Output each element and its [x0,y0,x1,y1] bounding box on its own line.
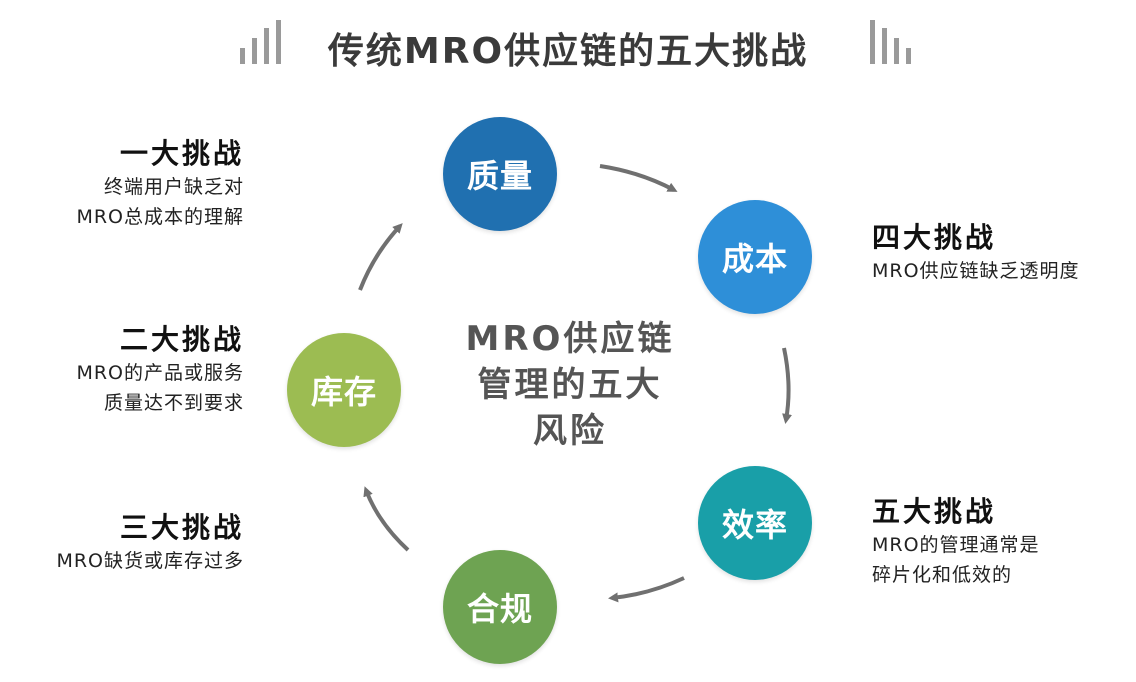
node-inventory: 库存 [287,333,401,447]
challenge-five-desc: MRO的管理通常是 碎片化和低效的 [872,530,1132,590]
arrow-inventory-to-quality [358,223,403,291]
challenge-two-title: 二大挑战 [119,323,244,356]
node-quality: 质量 [443,117,557,231]
challenge-two-desc-line-2: 质量达不到要求 [103,392,244,414]
node-efficiency-label: 效率 [721,506,788,544]
challenge-two-desc-line-1: MRO的产品或服务 [76,362,244,384]
challenge-three-desc-line-1: MRO缺货或库存过多 [56,550,244,572]
challenge-five: 五大挑战 MRO的管理通常是 碎片化和低效的 [872,494,1132,590]
arrow-cost-to-efficiency [782,347,792,424]
challenge-two-desc: MRO的产品或服务 质量达不到要求 [0,358,244,418]
challenge-five-title: 五大挑战 [872,495,997,528]
node-efficiency: 效率 [698,466,812,580]
challenge-five-desc-line-2: 碎片化和低效的 [872,564,1013,586]
node-compliance-label: 合规 [466,590,533,628]
center-line-2: 管理的五大 [477,365,663,405]
title-decoration-right [866,14,926,70]
center-line-3: 风险 [533,411,607,451]
arrow-quality-to-cost [599,164,678,192]
arrow-compliance-to-inventory [363,486,410,552]
challenge-four-desc-line-1: MRO供应链缺乏透明度 [872,260,1080,282]
challenge-one-desc-line-2: MRO总成本的理解 [76,206,244,228]
challenge-one-title: 一大挑战 [119,137,244,170]
node-inventory-label: 库存 [310,373,377,411]
challenge-two: 二大挑战 MRO的产品或服务 质量达不到要求 [0,322,244,418]
center-caption: MRO供应链 管理的五大 风险 [430,316,710,454]
page-title: 传统MRO供应链的五大挑战 [327,31,809,72]
challenge-one-desc-line-1: 终端用户缺乏对 [103,176,244,198]
challenge-four-title: 四大挑战 [872,221,997,254]
arrow-efficiency-to-compliance [608,576,685,603]
challenge-three-desc: MRO缺货或库存过多 [0,546,244,576]
challenge-four: 四大挑战 MRO供应链缺乏透明度 [872,220,1132,286]
challenge-three: 三大挑战 MRO缺货或库存过多 [0,510,244,576]
title-row: 传统MRO供应链的五大挑战 [0,14,1136,72]
node-compliance: 合规 [443,550,557,664]
node-cost-label: 成本 [721,240,788,278]
challenge-one-desc: 终端用户缺乏对 MRO总成本的理解 [0,172,244,232]
title-decoration-left [236,14,296,70]
center-line-1: MRO供应链 [465,319,675,359]
node-quality-label: 质量 [466,157,533,195]
challenge-four-desc: MRO供应链缺乏透明度 [872,256,1132,286]
challenge-one: 一大挑战 终端用户缺乏对 MRO总成本的理解 [0,136,244,232]
challenge-three-title: 三大挑战 [119,511,244,544]
node-cost: 成本 [698,200,812,314]
challenge-five-desc-line-1: MRO的管理通常是 [872,534,1040,556]
